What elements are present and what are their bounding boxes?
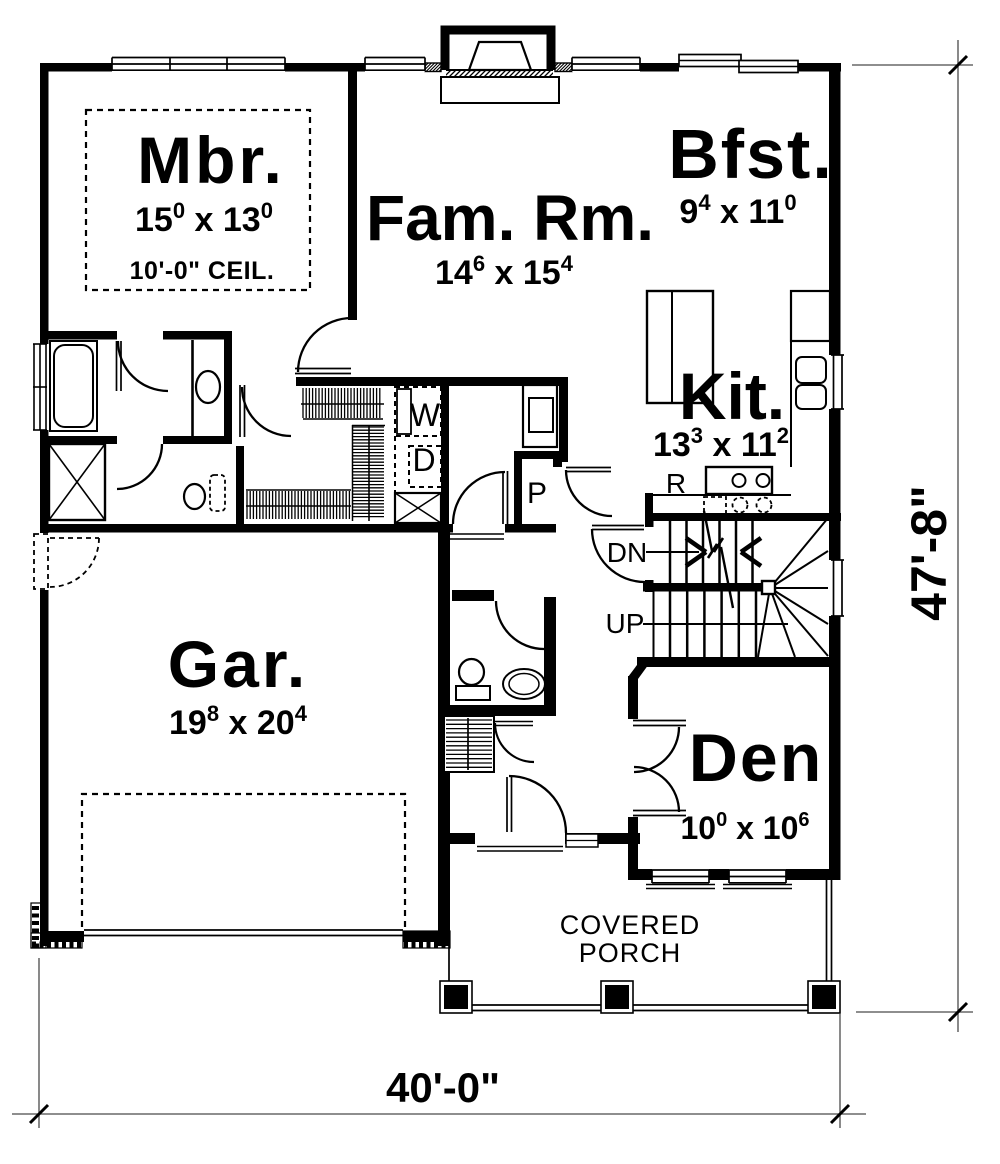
svg-text:Bfst.: Bfst. [668,115,834,193]
svg-text:PORCH: PORCH [579,938,682,968]
svg-text:Mbr.: Mbr. [137,123,285,197]
svg-text:P: P [527,477,547,510]
svg-text:10'-0" CEIL.: 10'-0" CEIL. [130,257,275,285]
svg-text:Den: Den [689,720,823,796]
svg-text:W: W [410,397,441,433]
svg-text:Gar.: Gar. [168,627,308,701]
svg-text:UP: UP [606,608,645,639]
svg-text:40'-0": 40'-0" [386,1064,500,1111]
svg-text:100 x 106: 100 x 106 [680,809,809,846]
svg-text:Fam. Rm.: Fam. Rm. [366,182,654,254]
svg-text:DN: DN [607,537,647,568]
svg-text:150 x 130: 150 x 130 [135,198,273,239]
svg-text:146 x 154: 146 x 154 [435,251,574,292]
svg-text:94 x 110: 94 x 110 [679,190,796,231]
svg-text:198 x 204: 198 x 204 [169,701,308,742]
svg-text:47'-8": 47'-8" [901,485,957,621]
svg-text:R: R [666,468,686,499]
svg-text:Kit.: Kit. [679,359,785,433]
svg-text:133 x 112: 133 x 112 [653,423,789,464]
svg-text:D: D [412,442,435,478]
svg-text:COVERED: COVERED [560,910,701,940]
